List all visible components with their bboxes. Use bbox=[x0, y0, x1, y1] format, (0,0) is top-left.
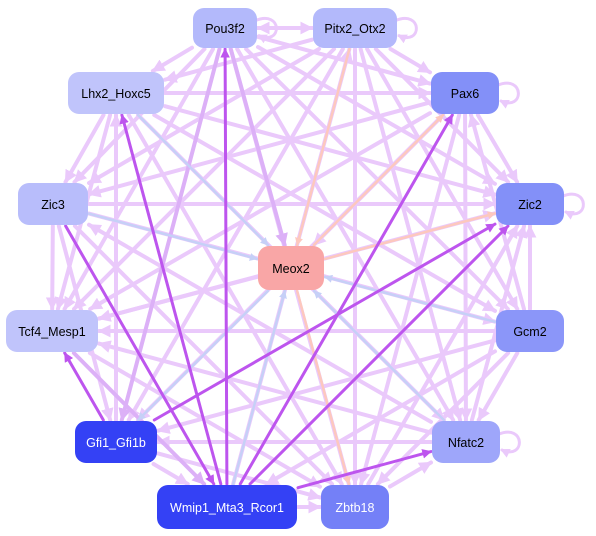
node-pou3f2[interactable]: Pou3f2 bbox=[193, 8, 257, 48]
edge-pitx2_otx2-to-lhx2_hoxc5 bbox=[163, 37, 314, 83]
edge-gcm2-to-meox2 bbox=[323, 274, 497, 324]
edge-pitx2_otx2-to-meox2 bbox=[295, 47, 351, 247]
self-loop-pitx2_otx2 bbox=[394, 17, 418, 44]
node-label: Gcm2 bbox=[513, 325, 546, 339]
node-gfi1_gfi1b[interactable]: Gfi1_Gfi1b bbox=[75, 421, 157, 463]
edge-pax6-to-tcf4_mesp1 bbox=[88, 111, 432, 311]
node-tcf4_mesp1[interactable]: Tcf4_Mesp1 bbox=[6, 310, 98, 352]
node-box bbox=[431, 72, 499, 114]
node-gcm2[interactable]: Gcm2 bbox=[496, 310, 564, 352]
edge-nfatc2-to-tcf4_mesp1 bbox=[97, 340, 433, 435]
edge-pax6-to-zic2 bbox=[475, 113, 520, 184]
edge-meox2-to-gfi1_gfi1b bbox=[136, 289, 270, 422]
node-label: Wmip1_Mta3_Rcor1 bbox=[170, 501, 284, 515]
node-box bbox=[432, 421, 500, 463]
node-box bbox=[157, 485, 297, 529]
edge-wmip1_mta3_rcor1-to-pax6 bbox=[238, 113, 454, 486]
edge-pou3f2-to-meox2 bbox=[228, 47, 288, 247]
edge-wmip1_mta3_rcor1-to-nfatc2 bbox=[296, 449, 433, 490]
node-label: Lhx2_Hoxc5 bbox=[81, 87, 151, 101]
node-pitx2_otx2[interactable]: Pitx2_Otx2 bbox=[313, 8, 397, 48]
edge-meox2-to-zbtb18 bbox=[295, 289, 351, 486]
edge-wmip1_mta3_rcor1-to-zic2 bbox=[248, 224, 510, 486]
node-label: Nfatc2 bbox=[448, 436, 484, 450]
edge-pitx2_otx2-to-pax6 bbox=[388, 47, 432, 75]
edge-zic3-to-meox2 bbox=[87, 212, 259, 261]
node-label: Zbtb18 bbox=[336, 501, 375, 515]
edge-meox2-to-pax6 bbox=[312, 113, 445, 247]
edge-gcm2-to-wmip1_mta3_rcor1 bbox=[264, 349, 497, 486]
node-wmip1_mta3_rcor1[interactable]: Wmip1_Mta3_Rcor1 bbox=[157, 485, 297, 529]
node-label: Tcf4_Mesp1 bbox=[18, 325, 85, 339]
node-label: Pax6 bbox=[451, 87, 480, 101]
self-loop-pax6 bbox=[496, 81, 520, 109]
node-pax6[interactable]: Pax6 bbox=[431, 72, 499, 114]
node-box bbox=[313, 8, 397, 48]
node-lhx2_hoxc5[interactable]: Lhx2_Hoxc5 bbox=[68, 72, 164, 114]
node-zbtb18[interactable]: Zbtb18 bbox=[321, 485, 389, 529]
node-box bbox=[75, 421, 157, 463]
node-label: Pou3f2 bbox=[205, 22, 245, 36]
edge-zic3-to-tcf4_mesp1 bbox=[45, 224, 59, 311]
node-zic2[interactable]: Zic2 bbox=[496, 183, 564, 225]
edge-gfi1_gfi1b-to-wmip1_mta3_rcor1 bbox=[151, 462, 190, 486]
edge-gfi1_gfi1b-to-tcf4_mesp1 bbox=[63, 351, 105, 422]
edge-lhx2_hoxc5-to-zbtb18 bbox=[126, 113, 344, 486]
edge-gcm2-to-gfi1_gfi1b bbox=[156, 338, 497, 434]
edge-lhx2_hoxc5-to-gcm2 bbox=[152, 113, 497, 313]
edge-pitx2_otx2-to-gfi1_gfi1b bbox=[126, 47, 345, 422]
node-box bbox=[6, 310, 98, 352]
self-loop-zic2 bbox=[561, 192, 585, 220]
edge-zbtb18-to-nfatc2 bbox=[388, 460, 433, 489]
edge-gcm2-to-nfatc2 bbox=[476, 351, 520, 422]
node-label: Zic2 bbox=[518, 198, 542, 212]
edge-lhx2_hoxc5-to-meox2 bbox=[136, 113, 270, 247]
edge-wmip1_mta3_rcor1-to-meox2 bbox=[231, 289, 287, 486]
node-box bbox=[18, 183, 88, 225]
node-box bbox=[321, 485, 389, 529]
edge-lhx2_hoxc5-to-zic3 bbox=[63, 113, 106, 184]
node-box bbox=[258, 246, 324, 290]
node-nfatc2[interactable]: Nfatc2 bbox=[432, 421, 500, 463]
self-loop-nfatc2 bbox=[497, 430, 521, 458]
self-loop-pou3f2 bbox=[254, 17, 278, 44]
edge-pou3f2-to-lhx2_hoxc5 bbox=[150, 45, 194, 73]
edge-lhx2_hoxc5-to-zic2 bbox=[163, 104, 497, 198]
node-box bbox=[193, 8, 257, 48]
node-label: Zic3 bbox=[41, 198, 65, 212]
edge-nfatc2-to-zic3 bbox=[87, 222, 433, 424]
edge-wmip1_mta3_rcor1-to-pou3f2 bbox=[220, 47, 230, 486]
edge-wmip1_mta3_rcor1-to-lhx2_hoxc5 bbox=[119, 113, 223, 486]
edge-meox2-to-zic2 bbox=[323, 211, 497, 261]
node-zic3[interactable]: Zic3 bbox=[18, 183, 88, 225]
node-box bbox=[496, 310, 564, 352]
edge-layer bbox=[45, 17, 585, 514]
edge-gfi1_gfi1b-to-zic2 bbox=[152, 222, 497, 422]
node-label: Pitx2_Otx2 bbox=[324, 22, 385, 36]
node-box bbox=[496, 183, 564, 225]
node-label: Meox2 bbox=[272, 262, 310, 276]
node-label: Gfi1_Gfi1b bbox=[86, 436, 146, 450]
node-meox2[interactable]: Meox2 bbox=[258, 246, 324, 290]
edge-zic3-to-wmip1_mta3_rcor1 bbox=[64, 224, 216, 486]
node-box bbox=[68, 72, 164, 114]
